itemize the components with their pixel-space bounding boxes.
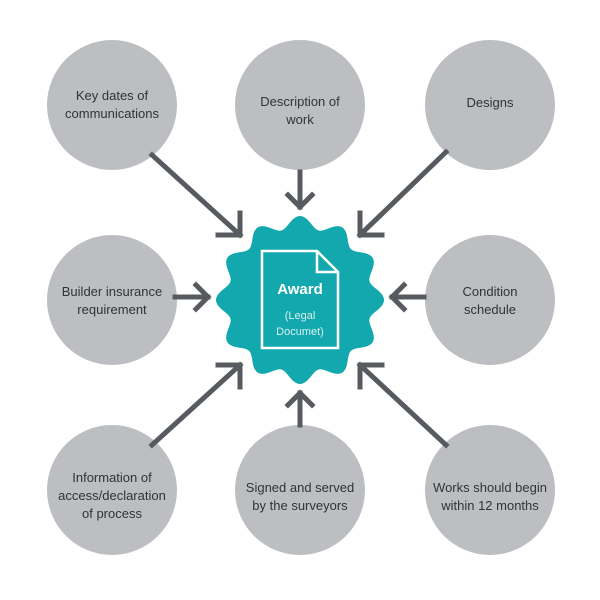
node-label-information-access: Information of access/declaration of pro… [58, 470, 166, 521]
center-title: Award [277, 281, 323, 298]
node-builder-insurance-circle [47, 235, 177, 365]
node-label-condition-schedule: Condition schedule [462, 284, 518, 317]
node-label-signed-served: Signed and served by the surveyors [245, 480, 355, 513]
node-key-dates-circle [47, 40, 177, 170]
arrow-condition-schedule [388, 281, 427, 313]
center-subtitle: (Legal Documet) [276, 310, 324, 338]
node-label-key-dates: Key dates of communications [65, 88, 159, 121]
node-condition-schedule-circle [425, 235, 555, 365]
node-label-description-of-work: Description of work [260, 94, 340, 127]
node-signed-served-circle [235, 425, 365, 555]
arrow-description-of-work [284, 169, 316, 211]
node-label-works-begin: Works should begin within 12 months [433, 480, 547, 513]
node-label-builder-insurance: Builder insurance requirement [61, 284, 163, 317]
arrow-works-begin [356, 361, 450, 449]
node-label-designs: Designs [466, 95, 514, 110]
node-description-of-work-circle [235, 40, 365, 170]
node-works-begin-circle [425, 425, 555, 555]
arrow-signed-served [284, 389, 316, 428]
node-information-access-circle [47, 425, 177, 555]
arrow-builder-insurance [172, 281, 212, 313]
center-award-badge [216, 216, 384, 384]
node-designs-circle [425, 40, 555, 170]
arrow-designs [356, 148, 450, 239]
arrow-key-dates [148, 151, 244, 239]
document-icon [260, 249, 340, 350]
arrow-information-access [148, 361, 244, 449]
